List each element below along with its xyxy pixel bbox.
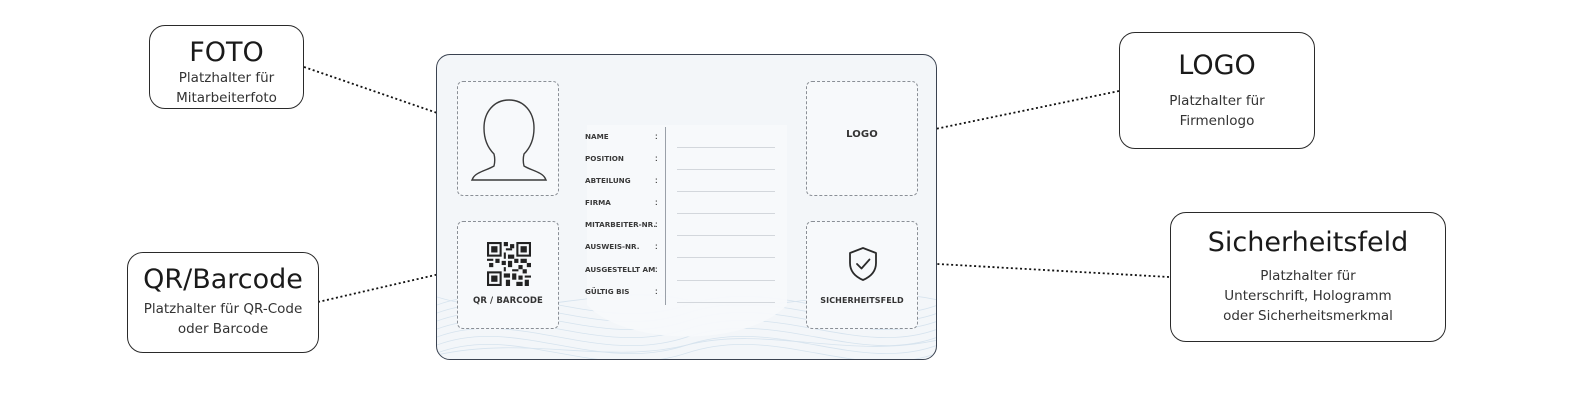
callout-foto-title: FOTO (189, 37, 264, 68)
security-slot: SICHERHEITSFELD (806, 221, 918, 329)
field-label-mitarbeiter-nr: MITARBEITER-NR. (585, 220, 657, 229)
field-colon: : (655, 198, 658, 207)
field-label-gueltig-bis: GÜLTIG BIS (585, 287, 630, 296)
callout-qr-subtitle-1: Platzhalter für QR-Code (143, 301, 303, 317)
field-colon: : (655, 242, 658, 251)
security-label: SICHERHEITSFELD (820, 296, 904, 305)
field-label-ausgestellt-am: AUSGESTELLT AM (585, 265, 656, 274)
qr-code-icon (487, 242, 531, 286)
field-line (677, 235, 775, 236)
field-label-position: POSITION (585, 154, 624, 163)
field-row-abteilung: ABTEILUNG : (585, 176, 785, 192)
callout-qr: QR/Barcode Platzhalter für QR-Code oder … (127, 252, 319, 353)
field-colon: : (655, 176, 658, 185)
field-line (677, 147, 775, 148)
callout-security-subtitle-1: Platzhalter für (1260, 268, 1356, 284)
field-line (677, 302, 775, 303)
callout-security-title: Sicherheitsfeld (1207, 227, 1409, 258)
field-row-gueltig-bis: GÜLTIG BIS : (585, 287, 785, 303)
callout-foto: FOTO Platzhalter für Mitarbeiterfoto (149, 25, 304, 109)
callout-qr-subtitle-2: oder Barcode (177, 321, 269, 337)
field-line (677, 213, 775, 214)
callout-logo-subtitle-2: Firmenlogo (1179, 113, 1255, 129)
field-label-name: NAME (585, 132, 609, 141)
photo-slot (457, 81, 559, 196)
callout-security-subtitle-3: oder Sicherheitsmerkmal (1223, 308, 1393, 324)
field-divider (665, 127, 666, 305)
qr-slot: QR / BARCODE (457, 221, 559, 329)
field-colon: : (655, 132, 658, 141)
callout-logo-title: LOGO (1178, 50, 1256, 81)
person-silhouette-icon (470, 99, 548, 181)
callout-foto-subtitle-1: Platzhalter für (178, 70, 275, 86)
field-row-mitarbeiter-nr: MITARBEITER-NR. : (585, 220, 785, 236)
logo-label: LOGO (846, 129, 878, 140)
field-row-firma: FIRMA : (585, 198, 785, 214)
field-row-ausweis-nr: AUSWEIS-NR. : (585, 242, 785, 258)
field-line (677, 191, 775, 192)
shield-check-icon (849, 247, 877, 281)
field-colon: : (655, 287, 658, 296)
field-label-firma: FIRMA (585, 198, 611, 207)
callout-security: Sicherheitsfeld Platzhalter für Untersch… (1170, 212, 1446, 342)
field-colon: : (655, 265, 658, 274)
field-label-abteilung: ABTEILUNG (585, 176, 631, 185)
field-row-position: POSITION : (585, 154, 785, 170)
callout-foto-subtitle-2: Mitarbeiterfoto (176, 90, 277, 106)
field-row-name: NAME : (585, 132, 785, 148)
callout-security-subtitle-2: Unterschrift, Hologramm (1224, 288, 1392, 304)
qr-label: QR / BARCODE (473, 296, 543, 306)
field-line (677, 169, 775, 170)
field-line (677, 280, 775, 281)
field-row-ausgestellt-am: AUSGESTELLT AM : (585, 265, 785, 281)
callout-logo: LOGO Platzhalter für Firmenlogo (1119, 32, 1315, 149)
id-card: QR / BARCODE NAME : POSITION : ABTEILUNG… (436, 54, 937, 360)
logo-slot: LOGO (806, 81, 918, 196)
field-label-ausweis-nr: AUSWEIS-NR. (585, 242, 640, 251)
field-colon: : (655, 154, 658, 163)
callout-qr-title: QR/Barcode (143, 264, 303, 295)
connector-logo (910, 90, 1120, 137)
field-colon: : (655, 220, 658, 229)
field-line (677, 257, 775, 258)
connector-security (901, 258, 1170, 278)
callout-logo-subtitle-1: Platzhalter für (1169, 93, 1265, 109)
